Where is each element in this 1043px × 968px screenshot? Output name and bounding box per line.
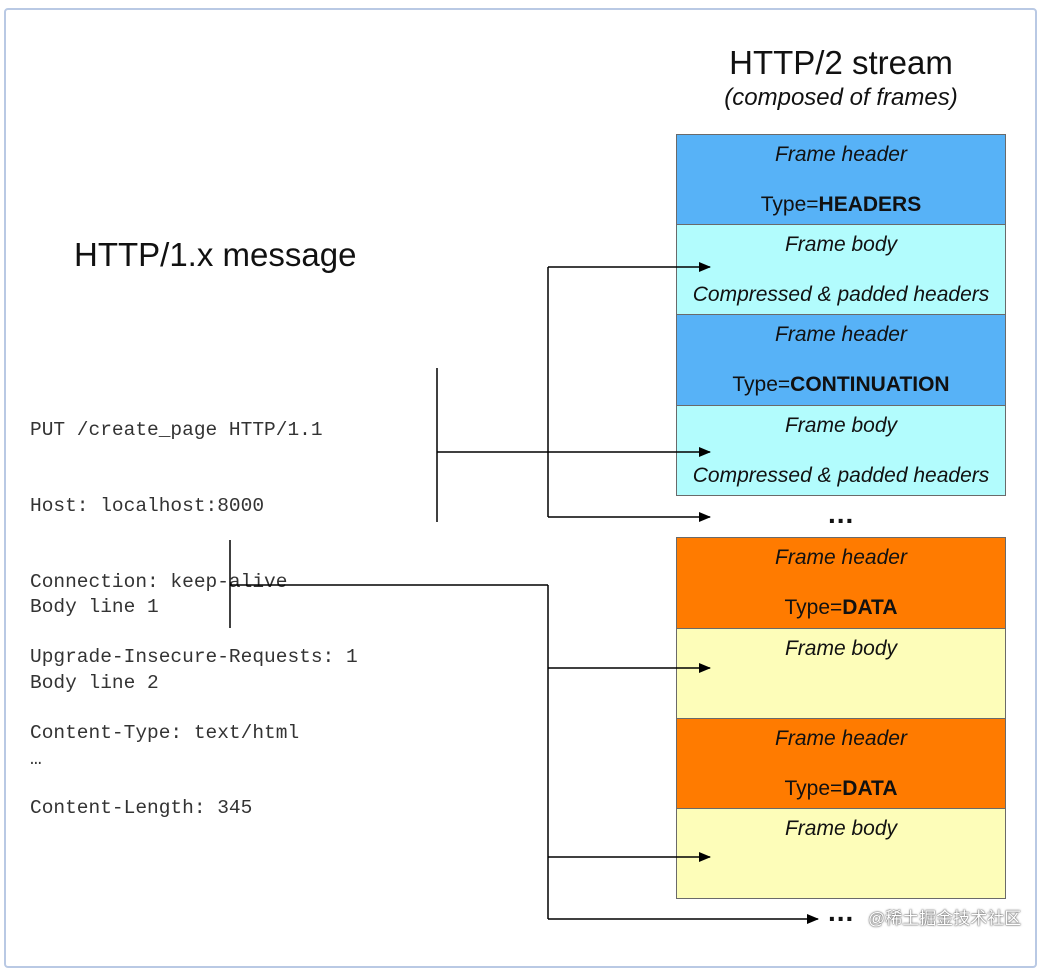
- frame-body-headers: Frame body Compressed & padded headers: [676, 224, 1006, 315]
- frame-header-data-1: Frame header Type=DATA: [676, 537, 1006, 629]
- http1-header-line: Connection: keep-alive: [30, 570, 288, 593]
- http1-header-line: Content-Type: text/html: [30, 721, 300, 744]
- http1-header-line: Content-Length: 345: [30, 797, 253, 820]
- frame-header-continuation: Frame header Type=CONTINUATION: [676, 314, 1006, 406]
- http1-body-line: Body line 1: [30, 596, 159, 619]
- frame-type-value: CONTINUATION: [790, 373, 950, 396]
- frame-type-label: Type=DATA: [784, 777, 898, 800]
- frame-type-label: Type=CONTINUATION: [732, 373, 950, 396]
- frame-body-data-1: Frame body: [676, 628, 1006, 719]
- frame-type-label: Type=HEADERS: [760, 193, 922, 216]
- frame-header-data-2: Frame header Type=DATA: [676, 718, 1006, 809]
- http1-header-line: PUT /create_page HTTP/1.1: [30, 419, 323, 442]
- http1-body-line: …: [30, 747, 42, 770]
- frame-header-headers: Frame header Type=HEADERS: [676, 134, 1006, 225]
- http1-header-line: Host: localhost:8000: [30, 495, 265, 518]
- watermark: @稀土掘金技术社区: [868, 909, 1022, 928]
- frame-type-label: Type=DATA: [784, 596, 898, 619]
- frames-ellipsis: ...: [828, 498, 855, 529]
- frame-header-label: Frame header: [775, 727, 907, 750]
- frame-header-label: Frame header: [775, 143, 907, 166]
- frame-body-label: Frame body: [784, 637, 898, 660]
- frame-body-label: Frame body: [784, 414, 898, 437]
- frame-body-description: Compressed & padded headers: [692, 283, 990, 306]
- http1-header-block: PUT /create_page HTTP/1.1 Host: localhos…: [30, 368, 358, 847]
- frame-body-description: Compressed & padded headers: [692, 464, 990, 487]
- http1-title: HTTP/1.x message: [74, 236, 357, 273]
- http1-body-block: Body line 1 Body line 2 …: [30, 545, 159, 797]
- frames-ellipsis-bottom: ...: [828, 896, 855, 927]
- frame-body-continuation: Frame body Compressed & padded headers: [676, 405, 1006, 496]
- http1-body-line: Body line 2: [30, 672, 159, 695]
- frame-header-label: Frame header: [775, 546, 907, 569]
- frame-body-data-2: Frame body: [676, 808, 1006, 899]
- http2-subtitle: (composed of frames): [724, 84, 958, 111]
- frame-type-value: DATA: [842, 777, 898, 800]
- frame-body-label: Frame body: [784, 817, 898, 840]
- frame-header-label: Frame header: [775, 323, 907, 346]
- http2-title: HTTP/2 stream: [729, 44, 953, 81]
- frame-type-value: DATA: [842, 596, 898, 619]
- frame-body-label: Frame body: [784, 233, 898, 256]
- http1-header-line: Upgrade-Insecure-Requests: 1: [30, 646, 358, 669]
- frame-type-value: HEADERS: [818, 193, 922, 216]
